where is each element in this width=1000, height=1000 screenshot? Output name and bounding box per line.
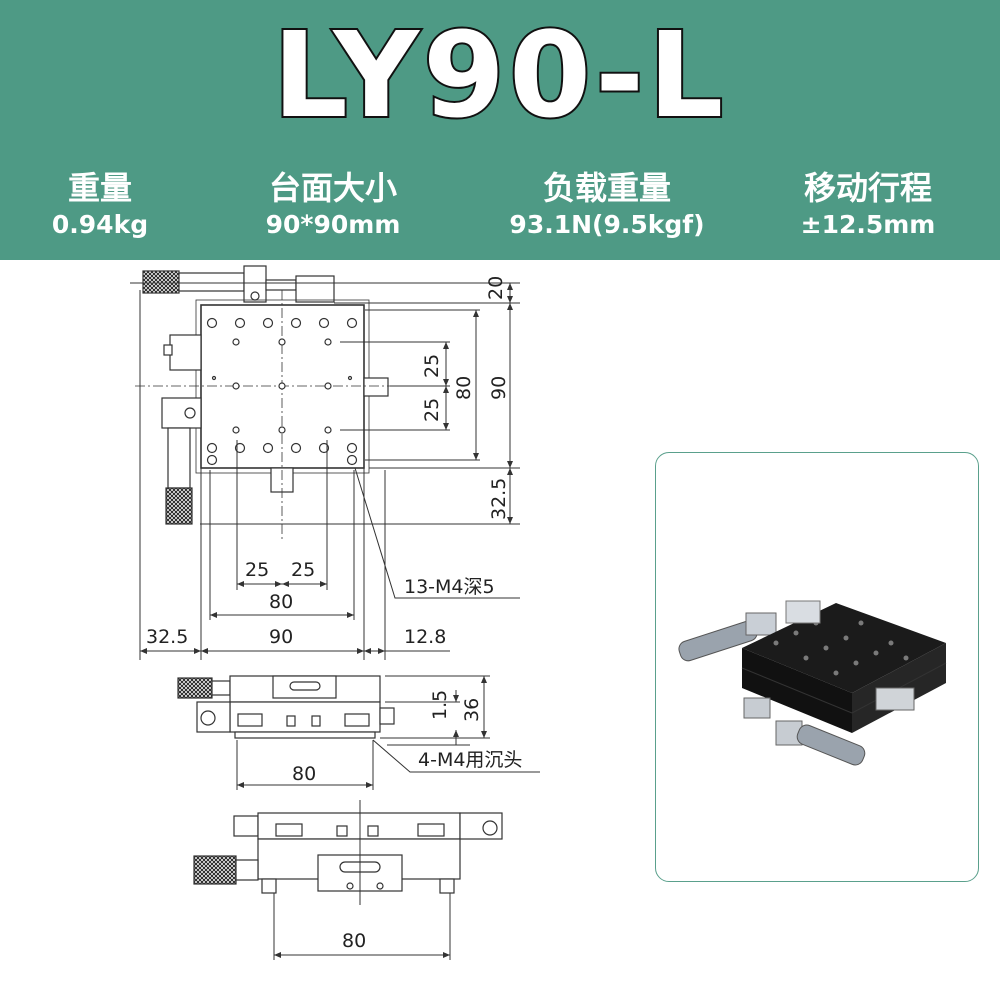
dim-80-horizontal: 80 bbox=[269, 591, 293, 613]
note-13-m4: 13-M4深5 bbox=[404, 576, 495, 598]
dim-36: 36 bbox=[461, 698, 483, 722]
dim-25-left: 25 bbox=[245, 559, 269, 581]
spec-weight: 重量 0.94kg bbox=[0, 168, 225, 242]
dim-80-vertical: 80 bbox=[453, 376, 475, 400]
spec-table-size: 台面大小 90*90mm bbox=[208, 168, 458, 242]
product-photo bbox=[678, 600, 947, 766]
micrometer-knob-side bbox=[177, 677, 213, 699]
spec-travel: 移动行程 ±12.5mm bbox=[743, 168, 993, 242]
micrometer-knob-left bbox=[165, 487, 193, 525]
spec-load-label: 负载重量 bbox=[542, 169, 671, 207]
product-photo-card bbox=[655, 452, 979, 882]
micrometer-knob-top bbox=[142, 270, 180, 294]
header-banner: LY90-L 重量 0.94kg 台面大小 90*90mm 负载重量 93.1N… bbox=[0, 0, 1000, 260]
technical-drawing: 20 90 80 25 25 32.5 25 25 80 32.5 90 12.… bbox=[130, 265, 540, 960]
spec-weight-value: 0.94kg bbox=[51, 210, 149, 239]
spec-weight-label: 重量 bbox=[67, 169, 132, 207]
dim-25-right: 25 bbox=[291, 559, 315, 581]
dim-90-vertical: 90 bbox=[488, 376, 510, 400]
spec-travel-label: 移动行程 bbox=[803, 169, 932, 207]
spec-load: 负载重量 93.1N(9.5kgf) bbox=[482, 168, 732, 242]
dim-90-horizontal: 90 bbox=[269, 626, 293, 648]
dim-25-upper: 25 bbox=[421, 354, 443, 378]
dim-32-5-vertical: 32.5 bbox=[488, 478, 510, 520]
dim-25-lower: 25 bbox=[421, 398, 443, 422]
dim-80-side: 80 bbox=[292, 763, 316, 785]
micrometer-knob-front bbox=[193, 855, 237, 885]
stage-table-top-view bbox=[200, 304, 365, 469]
dim-12-8: 12.8 bbox=[404, 626, 446, 648]
dim-1-5: 1.5 bbox=[429, 690, 451, 720]
spec-load-value: 93.1N(9.5kgf) bbox=[509, 210, 705, 239]
dim-20: 20 bbox=[485, 276, 507, 300]
dim-80-bottom: 80 bbox=[342, 930, 366, 952]
spec-table-size-label: 台面大小 bbox=[268, 169, 397, 207]
spec-table-size-value: 90*90mm bbox=[265, 210, 401, 239]
note-4-m4: 4-M4用沉头 bbox=[418, 749, 522, 771]
dim-32-5-horizontal: 32.5 bbox=[146, 626, 188, 648]
spec-travel-value: ±12.5mm bbox=[800, 210, 936, 239]
product-title: LY90-L bbox=[271, 4, 728, 146]
mounting-holes bbox=[206, 317, 358, 466]
